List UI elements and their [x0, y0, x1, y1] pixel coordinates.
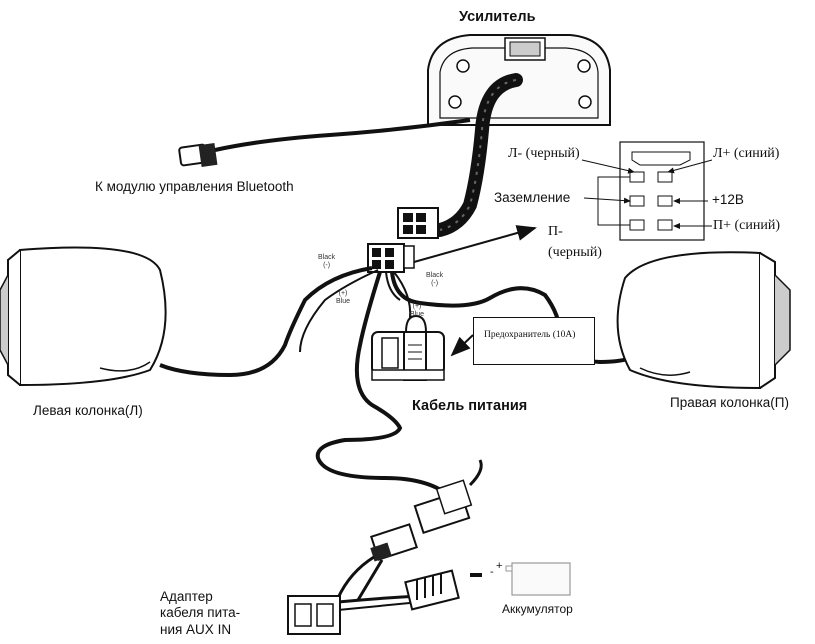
fuse-label: Предохранитель (10А) — [484, 330, 576, 340]
pin-12v-label: +12В — [712, 192, 744, 207]
fuse-holder — [371, 314, 445, 381]
power-connector — [413, 479, 473, 534]
right-speaker — [616, 251, 791, 390]
pin-r-minus-label-2: (черный) — [548, 245, 602, 260]
pinout-diagram — [581, 141, 713, 241]
aux-adapter-label-3: ния AUX IN — [160, 622, 232, 637]
amplifier-label: Усилитель — [459, 9, 536, 25]
aux-adapter-label-2: кабеля пита- — [160, 605, 241, 620]
main-connector — [367, 207, 439, 273]
wire-mark-blue-right: (+)Blue — [410, 303, 425, 318]
aux-adapter-label-1: Адаптер — [160, 589, 213, 604]
wire-mark-black-left: Black(-) — [318, 254, 336, 269]
battery-label: Аккумулятор — [502, 602, 573, 616]
aux-adapter — [287, 523, 460, 635]
battery — [470, 562, 571, 596]
wire-mark-blue-left: (+)Blue — [336, 290, 351, 305]
battery-minus-sign: - — [490, 566, 494, 578]
pin-l-minus-label: Л- (черный) — [508, 146, 580, 161]
pin-r-minus-label-1: П- — [548, 224, 563, 239]
pin-ground-label: Заземление — [494, 190, 571, 205]
power-cable-label: Кабель питания — [412, 398, 528, 414]
pin-r-plus-label: П+ (синий) — [713, 218, 781, 233]
wire-mark-black-right: Black(-) — [426, 272, 444, 287]
left-speaker — [0, 246, 167, 387]
pin-l-plus-label: Л+ (синий) — [713, 146, 780, 161]
bluetooth-plug — [178, 142, 218, 168]
right-speaker-label: Правая колонка(П) — [670, 395, 789, 410]
bluetooth-module-label: К модулю управления Bluetooth — [95, 179, 294, 194]
battery-plus-sign: + — [496, 560, 503, 572]
left-speaker-label: Левая колонка(Л) — [33, 403, 143, 418]
fuse-callout: Предохранитель (10А) — [473, 317, 595, 365]
